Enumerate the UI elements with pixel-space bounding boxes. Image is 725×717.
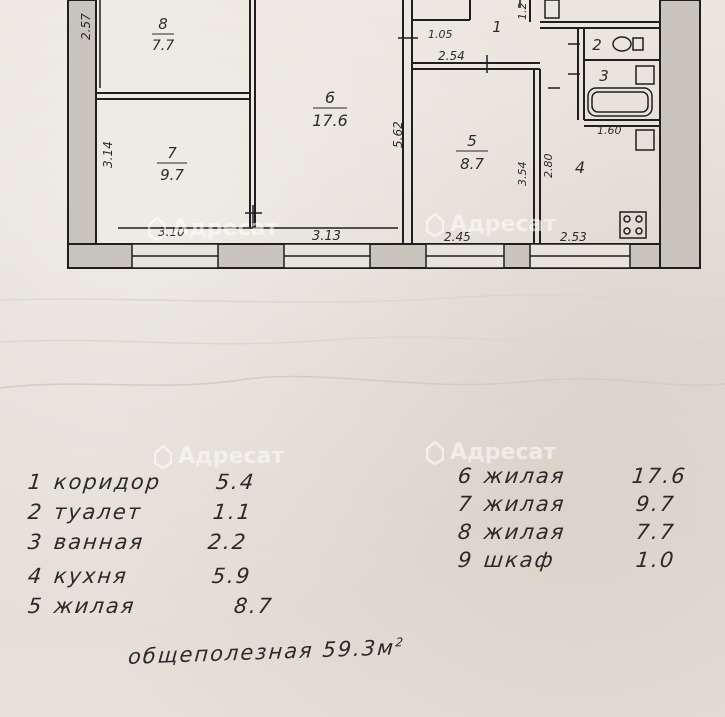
svg-text:17.6: 17.6 [312, 111, 348, 130]
svg-text:8: 8 [158, 15, 168, 33]
windows [131, 243, 631, 269]
dim-5-62: 5.62 [391, 121, 405, 148]
dim-3-54: 3.54 [516, 162, 529, 187]
svg-text:6: 6 [325, 88, 335, 107]
watermark-text: Адресат [450, 440, 557, 465]
room-1-label: 1 [492, 18, 502, 36]
svg-text:7: 7 [167, 144, 177, 162]
room-2-label: 2 [592, 36, 602, 54]
dim-1-05: 1.05 [428, 28, 453, 41]
svg-text:9.7: 9.7 [160, 166, 184, 184]
dim-2-80: 2.80 [542, 154, 555, 179]
room-6-label: 6 17.6 [312, 88, 348, 130]
room-5-label: 5 8.7 [456, 132, 488, 173]
dim-3-14: 3.14 [101, 141, 115, 168]
room-4-label: 4 [575, 158, 585, 177]
total-value: 59.3 [321, 636, 379, 663]
svg-text:7.7: 7.7 [152, 38, 174, 54]
room-8-label: 8 7.7 [152, 15, 174, 54]
dim-2-53: 2.53 [560, 230, 587, 244]
bathtub-icon [587, 87, 653, 117]
watermark-text: Адресат [178, 444, 285, 469]
room-7-label: 7 9.7 [157, 144, 187, 184]
dim-1-2: 1.2 [516, 3, 529, 21]
sink-icon [635, 65, 655, 85]
dim-2-54: 2.54 [438, 49, 465, 63]
dim-2-45: 2.45 [444, 230, 471, 244]
house-pin-icon [425, 439, 445, 465]
watermark-bottom-left: Адресат [153, 443, 285, 469]
dim-3-13: 3.13 [312, 229, 341, 244]
watermark-top-right: Адресат [425, 211, 557, 237]
room-labels: 8 7.7 7 9.7 6 17.6 5 8.7 4 1 2 3 [152, 15, 609, 184]
total-unit: м [376, 635, 396, 661]
house-pin-icon [153, 443, 173, 469]
house-pin-icon [147, 215, 167, 241]
svg-text:5: 5 [467, 132, 477, 150]
toilet-icon [612, 36, 632, 52]
dim-2-57: 2.57 [79, 13, 93, 40]
watermark-top-left: Адресат [147, 215, 279, 241]
total-unit-power: 2 [394, 635, 406, 650]
svg-text:8.7: 8.7 [460, 155, 484, 173]
crease-lines [0, 294, 725, 389]
dim-1-60: 1.60 [597, 124, 622, 137]
fixtures [519, 0, 655, 239]
house-pin-icon [425, 211, 445, 237]
stove-icon [619, 211, 647, 239]
watermark-text: Адресат [172, 216, 279, 241]
watermark-bottom-right: Адресат [425, 439, 557, 465]
watermark-text: Адресат [450, 212, 557, 237]
kitchen-sink-icon [635, 129, 655, 151]
room-3-label: 3 [599, 67, 609, 85]
